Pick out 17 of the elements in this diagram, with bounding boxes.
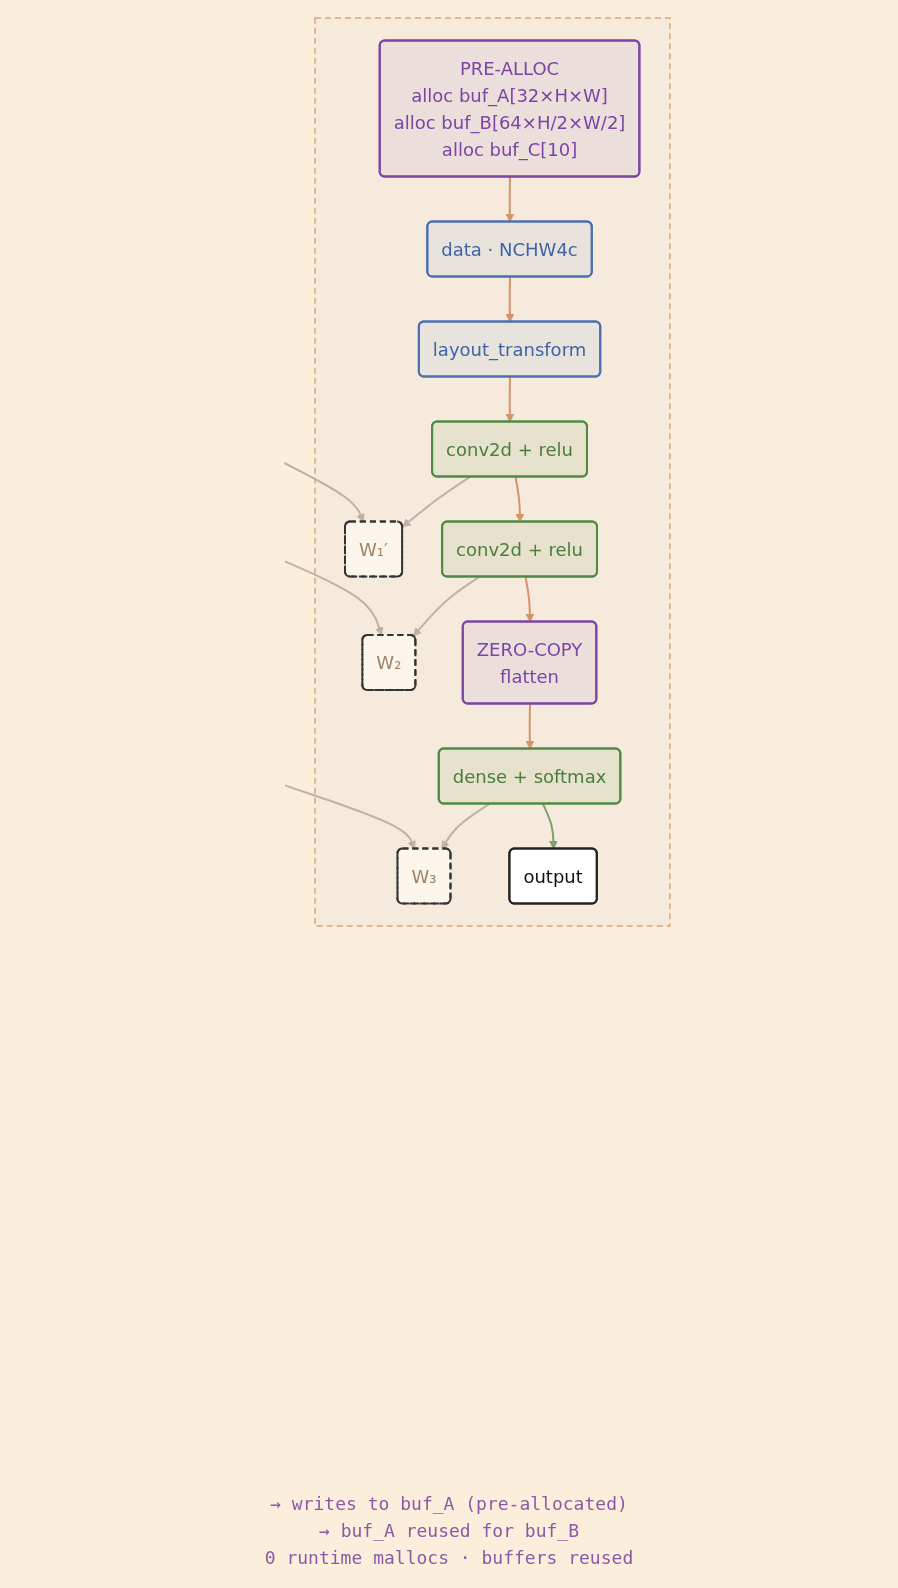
arrow	[505, 276, 514, 323]
arrow	[441, 803, 490, 850]
arrow	[541, 803, 558, 850]
note-text: 0 runtime mallocs · buffers reused	[264, 1547, 634, 1568]
arrow	[514, 476, 524, 523]
arrow	[524, 576, 534, 623]
arrow	[505, 176, 514, 223]
arrow	[282, 462, 365, 523]
arrow	[412, 576, 480, 637]
arrow	[283, 784, 416, 850]
arrow	[525, 703, 534, 750]
note-text: → buf_A reused for buf_B	[317, 1520, 581, 1541]
note-text: → writes to buf_A (pre-allocated)	[269, 1493, 629, 1514]
arrow	[505, 376, 514, 423]
arrow	[401, 476, 471, 528]
cluster	[313, 17, 671, 927]
arrow	[283, 560, 383, 636]
